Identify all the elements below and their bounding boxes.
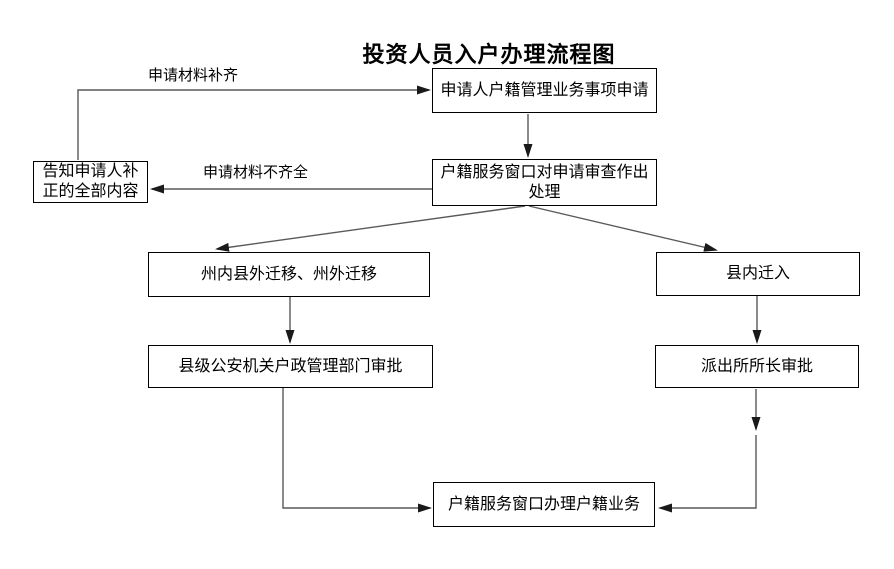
branch-left-box: 州内县外迁移、州外迁移	[148, 252, 430, 297]
handle-box-label: 户籍服务窗口办理户籍业务	[447, 495, 640, 513]
edge-police-to-handle	[658, 435, 757, 513]
notify-box-label-line1: 告知申请人补	[42, 163, 139, 180]
review-box-label-line1: 户籍服务窗口对申请审查作出	[440, 163, 649, 181]
edge-notify-to-apply	[77, 85, 431, 160]
page-title: 投资人员入户办理流程图	[362, 42, 616, 67]
materials-incomplete-label: 申请材料不齐全	[203, 165, 309, 181]
notify-box: 告知申请人补 正的全部内容	[33, 161, 148, 203]
materials-complete-label: 申请材料补齐	[148, 68, 239, 84]
branch-right-box-label: 县内迁入	[725, 265, 790, 282]
apply-box: 申请人户籍管理业务事项申请	[432, 68, 657, 113]
review-box-label-line2: 处理	[528, 183, 561, 201]
police-approval-box: 派出所所长审批	[655, 345, 859, 388]
police-approval-box-label: 派出所所长审批	[700, 357, 813, 375]
county-approval-box: 县级公安机关户政管理部门审批	[148, 345, 433, 388]
branch-right-box: 县内迁入	[656, 252, 860, 296]
branch-left-box-label: 州内县外迁移、州外迁移	[200, 265, 377, 283]
handle-box: 户籍服务窗口办理户籍业务	[433, 482, 655, 527]
county-approval-box-label: 县级公安机关户政管理部门审批	[178, 357, 403, 375]
apply-box-label: 申请人户籍管理业务事项申请	[440, 81, 649, 99]
review-box: 户籍服务窗口对申请审查作出 处理	[432, 159, 657, 206]
edge-county-to-handle	[282, 388, 432, 513]
notify-box-label-line2: 正的全部内容	[42, 183, 139, 200]
edge-review-to-branch-left	[215, 205, 526, 252]
edge-review-to-branch-right	[528, 205, 718, 252]
